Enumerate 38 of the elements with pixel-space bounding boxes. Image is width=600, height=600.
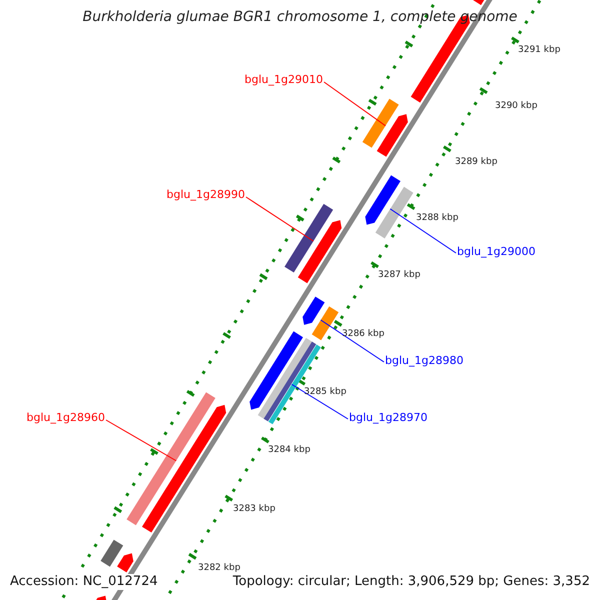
leader-line [320,319,384,362]
leader-line [291,384,348,420]
scale-label: 3288 kbp [416,213,458,224]
gene-bar [312,306,339,340]
scale-label: 3282 kbp [198,563,240,574]
scale-label: 3291 kbp [518,45,560,56]
scale-label: 3286 kbp [342,329,384,340]
scale-label: 3284 kbp [268,445,310,456]
scale-label: 3287 kbp [378,270,420,281]
title: Burkholderia glumae BGR1 chromosome 1, complete genome [82,9,518,25]
genome-info-text: Topology: circular; Length: 3,906,529 bp; Genes: 3,352 [230,574,592,590]
gene-label: bglu_1g29000 [457,245,536,258]
gene-label: bglu_1g28960 [26,411,105,424]
gene-bar [126,392,216,526]
leader-line [106,420,177,462]
accession-text: Accession: NC_012724 [8,574,160,590]
gene-bar [362,98,399,148]
gene-bar [142,404,226,532]
gene-bar [302,296,325,325]
gene-label: bglu_1g28980 [385,354,464,367]
gene-bar [298,220,342,284]
leader-line [246,196,314,242]
gene-bar [117,553,134,572]
gene-label: bglu_1g28990 [166,188,245,201]
leader-line [324,82,386,126]
gene-bar [365,175,400,225]
scale-label: 3285 kbp [304,387,346,398]
gene-label: bglu_1g29010 [244,73,323,86]
scale-label: 3290 kbp [495,101,538,112]
gene-label: bglu_1g28970 [349,411,428,424]
gene-bar [284,204,334,272]
scale-label: 3289 kbp [455,157,498,168]
scale-label: 3283 kbp [233,504,276,515]
gene-bar [375,186,414,238]
gene-bar [100,540,124,567]
leader-line [390,208,456,254]
gene-bar [376,114,408,157]
gene-bar [250,331,303,410]
